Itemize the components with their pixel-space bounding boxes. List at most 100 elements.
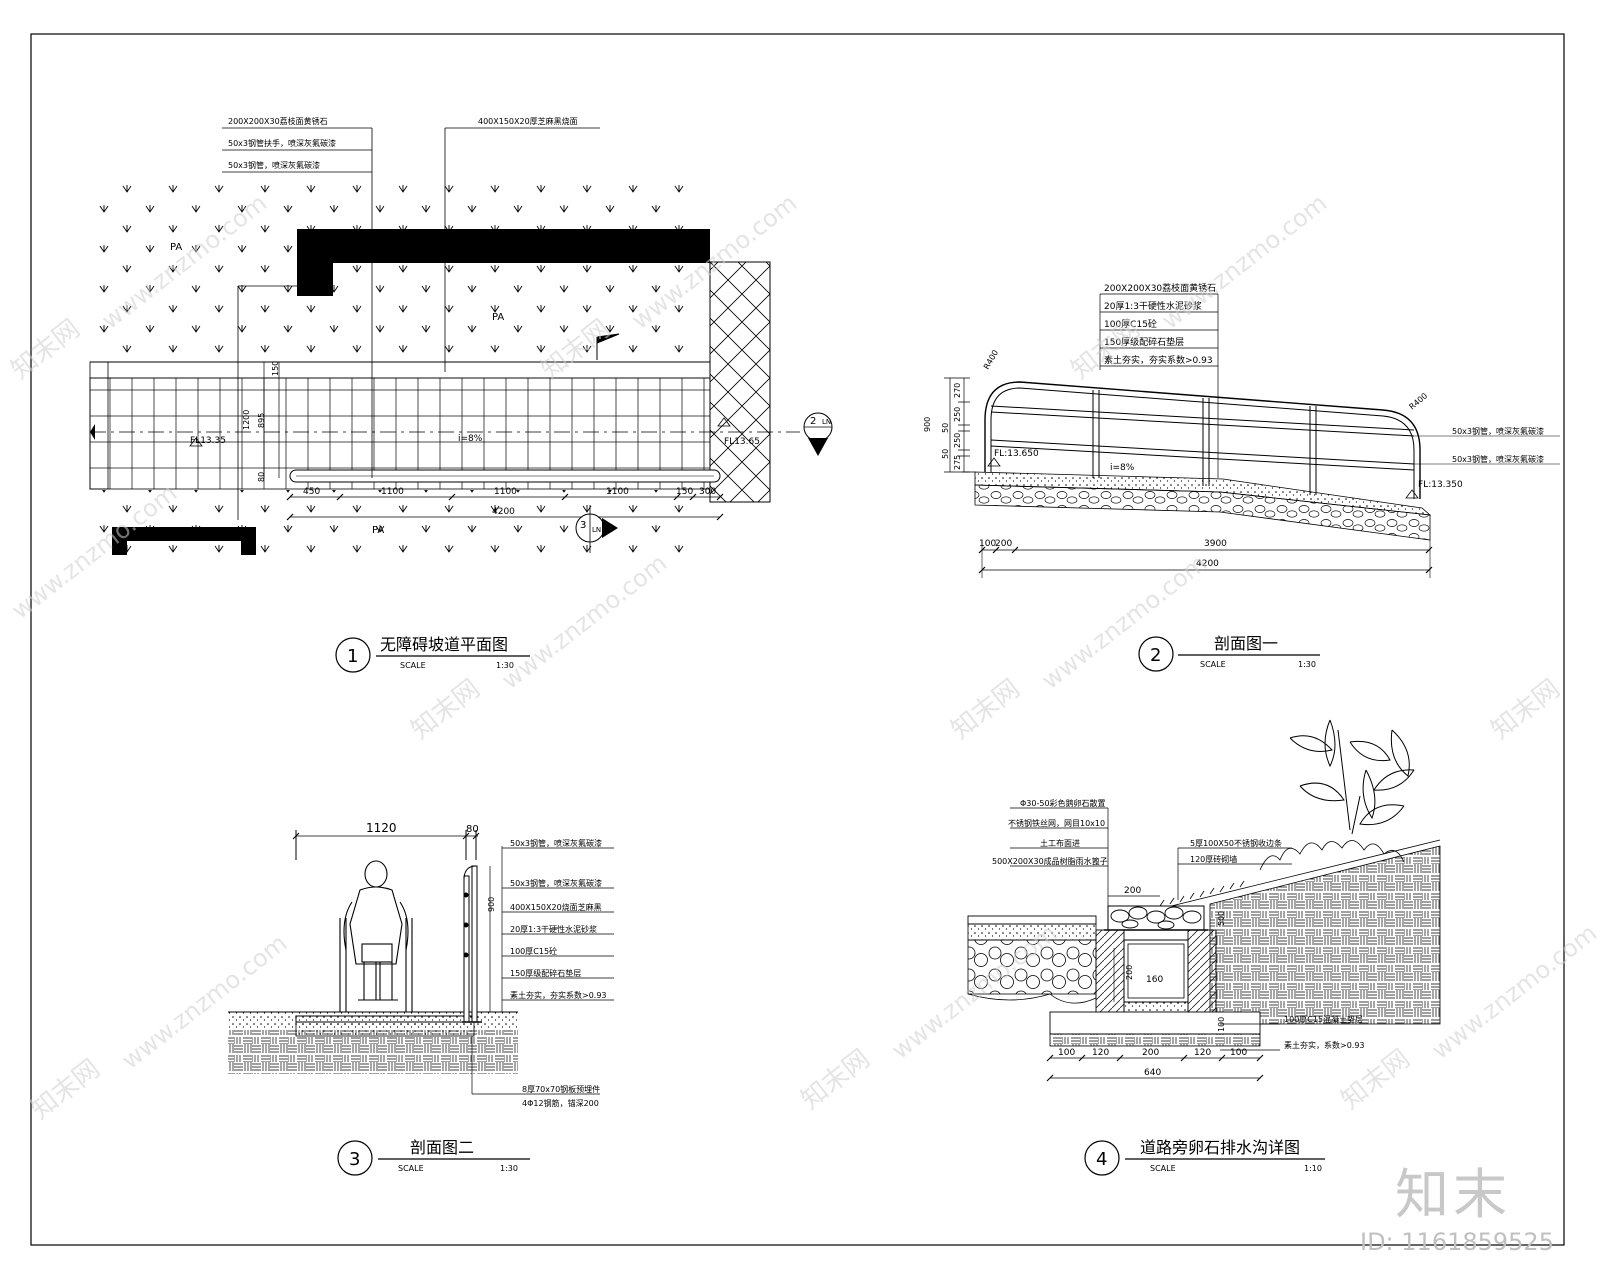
- dim-200-vert: 200: [1125, 965, 1134, 980]
- dim-2: 120: [1092, 1048, 1109, 1058]
- dim-4: 1100: [606, 487, 629, 497]
- watermark-site: www.znzmo.com: [1426, 919, 1600, 1065]
- drawing-1-plan: PA PA PA 200X200X30荔枝面黄锈石 50x3钢管扶手，喷深灰氟碳…: [89, 116, 833, 555]
- layer-1: 200X200X30荔枝面黄锈石: [1104, 282, 1216, 294]
- dim-2: 1100: [381, 487, 404, 497]
- layer-left-4: 500X200X30成品树脂雨水篦子: [992, 856, 1108, 866]
- layer-left-2: 不锈钢铁丝网，网目10x10: [1008, 818, 1105, 828]
- drawing-title: 道路旁卵石排水沟详图: [1140, 1138, 1300, 1157]
- dim-v895: 895: [257, 413, 266, 428]
- watermark-brand: 知末网: [946, 674, 1026, 746]
- dim-v250a: 250: [953, 407, 962, 422]
- height-900: 900: [487, 897, 496, 912]
- scale-value: 1:30: [500, 1164, 518, 1173]
- scale-label: SCALE: [398, 1164, 424, 1173]
- dim-total: 4200: [1196, 559, 1219, 569]
- layer-6: 150厚级配碎石垫层: [510, 968, 581, 978]
- layer-left-1: Φ30-50彩色鹅卵石散置: [1020, 798, 1106, 808]
- layer-right-1: 5厚100X50不锈钢收边条: [1190, 838, 1282, 848]
- dim-1: 450: [303, 487, 320, 497]
- drawing-title: 无障碍坡道平面图: [380, 635, 508, 654]
- plate-label-2: 4Φ12钢筋，锚深200: [522, 1098, 599, 1108]
- dim-3: 3900: [1204, 539, 1227, 549]
- watermark-site: www.znzmo.com: [496, 549, 672, 695]
- watermark-brand: 知末网: [796, 1044, 876, 1116]
- dim-1: 100: [1058, 1048, 1075, 1058]
- layer-4: 20厚1:3干硬性水泥砂浆: [510, 924, 597, 934]
- brand-logo: 知末: [1395, 1163, 1511, 1226]
- dim-v270: 270: [953, 383, 962, 398]
- dim-v50b: 50: [941, 449, 950, 459]
- drawing-4-section: Φ30-50彩色鹅卵石散置 不锈钢铁丝网，网目10x10 土工布面进 500X2…: [967, 719, 1441, 1082]
- callout-2: 50x3钢管扶手，喷深灰氟碳漆: [228, 138, 336, 148]
- scale-label: SCALE: [400, 661, 426, 670]
- scale-value: 1:30: [496, 661, 514, 670]
- drawing-number: 1: [347, 646, 358, 667]
- watermark-brand: 知末网: [406, 674, 486, 746]
- image-id: ID: 1161859525: [1360, 1228, 1554, 1256]
- callout-3: 50x3钢管，喷深灰氟碳漆: [228, 160, 320, 170]
- watermark-brand: 知末网: [1486, 674, 1566, 746]
- dim-v275: 275: [953, 455, 962, 470]
- section-2-ref: LN: [822, 418, 831, 426]
- slope-label: i=8%: [1110, 463, 1135, 473]
- pipe-label-2: 50x3钢管，喷深灰氟碳漆: [1452, 454, 1544, 464]
- dim-v150: 150: [271, 361, 280, 376]
- dim-4: 120: [1194, 1048, 1211, 1058]
- drawing-2-section: 200X200X30荔枝面黄锈石 20厚1:3干硬性水泥砂浆 100厚C15砼 …: [923, 282, 1560, 578]
- slope-label: i=8%: [458, 434, 483, 444]
- dim-500: 500: [1217, 911, 1226, 926]
- dim-v250b: 250: [953, 433, 962, 448]
- watermark-site: www.znzmo.com: [1036, 549, 1212, 695]
- fl-low: FL:13.350: [1418, 480, 1463, 490]
- layer-1: 50x3钢管，喷深灰氟碳漆: [510, 838, 602, 848]
- section-2-number: 2: [810, 416, 816, 427]
- layer-left-3: 土工布面进: [1040, 838, 1080, 848]
- layer-2: 20厚1:3干硬性水泥砂浆: [1104, 300, 1202, 312]
- layer-5: 100厚C15砼: [510, 946, 557, 956]
- dim-1: 100: [979, 539, 996, 549]
- scale-label: SCALE: [1200, 660, 1226, 669]
- drawing-title: 剖面图二: [410, 1138, 474, 1157]
- layer-right-4: 素土夯实，系数>0.93: [1284, 1040, 1365, 1050]
- dim-2: 200: [995, 539, 1012, 549]
- watermark-brand: 知末网: [1336, 1044, 1416, 1116]
- layer-3: 400X150X20烧面芝麻黑: [510, 902, 602, 912]
- dim-160: 160: [1146, 975, 1163, 985]
- dim-total: 640: [1144, 1068, 1161, 1078]
- layer-4: 150厚级配碎石垫层: [1104, 336, 1184, 348]
- drawing-number: 4: [1096, 1149, 1107, 1170]
- fl-left: FL13.35: [190, 436, 226, 446]
- title-block-1: 1 无障碍坡道平面图 SCALE 1:30: [335, 635, 530, 673]
- scale-value: 1:10: [1304, 1164, 1322, 1173]
- pipe-label-1: 50x3钢管，喷深灰氟碳漆: [1452, 426, 1544, 436]
- pa-label-1: PA: [170, 242, 182, 253]
- section-3-number: 3: [580, 520, 586, 531]
- dim-6: 300: [699, 487, 716, 497]
- watermark-site: www.znzmo.com: [1156, 189, 1332, 335]
- wheelchair-user-icon: [339, 860, 413, 1013]
- scale-value: 1:30: [1298, 660, 1316, 669]
- dim-v900: 900: [923, 417, 932, 432]
- plate-label-1: 8厚70x70钢板预埋件: [522, 1084, 600, 1094]
- dim-100-vert: 100: [1217, 1017, 1226, 1032]
- title-block-2: 2 剖面图一 SCALE 1:30: [1138, 634, 1320, 672]
- scale-label: SCALE: [1150, 1164, 1176, 1173]
- fl-high: FL:13.650: [994, 449, 1039, 459]
- drawing-3-section: 1120 80 900 50x3钢管，喷深灰氟碳漆 50x3钢管，喷深灰氟碳漆 …: [228, 821, 614, 1108]
- dim-3: 200: [1142, 1048, 1159, 1058]
- pa-label-3: PA: [372, 525, 384, 536]
- callout-4: 400X150X20厚芝麻黑烧面: [478, 116, 578, 126]
- callout-1: 200X200X30荔枝面黄锈石: [228, 116, 328, 126]
- radius-right: R400: [1408, 391, 1430, 411]
- dim-v1200: 1200: [242, 410, 251, 430]
- watermark-brand: 知末网: [26, 1054, 106, 1126]
- layer-7: 素土夯实，夯实系数>0.93: [510, 990, 607, 1000]
- width-80: 80: [466, 824, 479, 835]
- dim-3: 1100: [494, 487, 517, 497]
- radius-left: R400: [982, 348, 1000, 371]
- width-1120: 1120: [366, 821, 397, 835]
- layer-3: 100厚C15砼: [1104, 318, 1157, 330]
- watermark-brand: 知末网: [6, 314, 86, 386]
